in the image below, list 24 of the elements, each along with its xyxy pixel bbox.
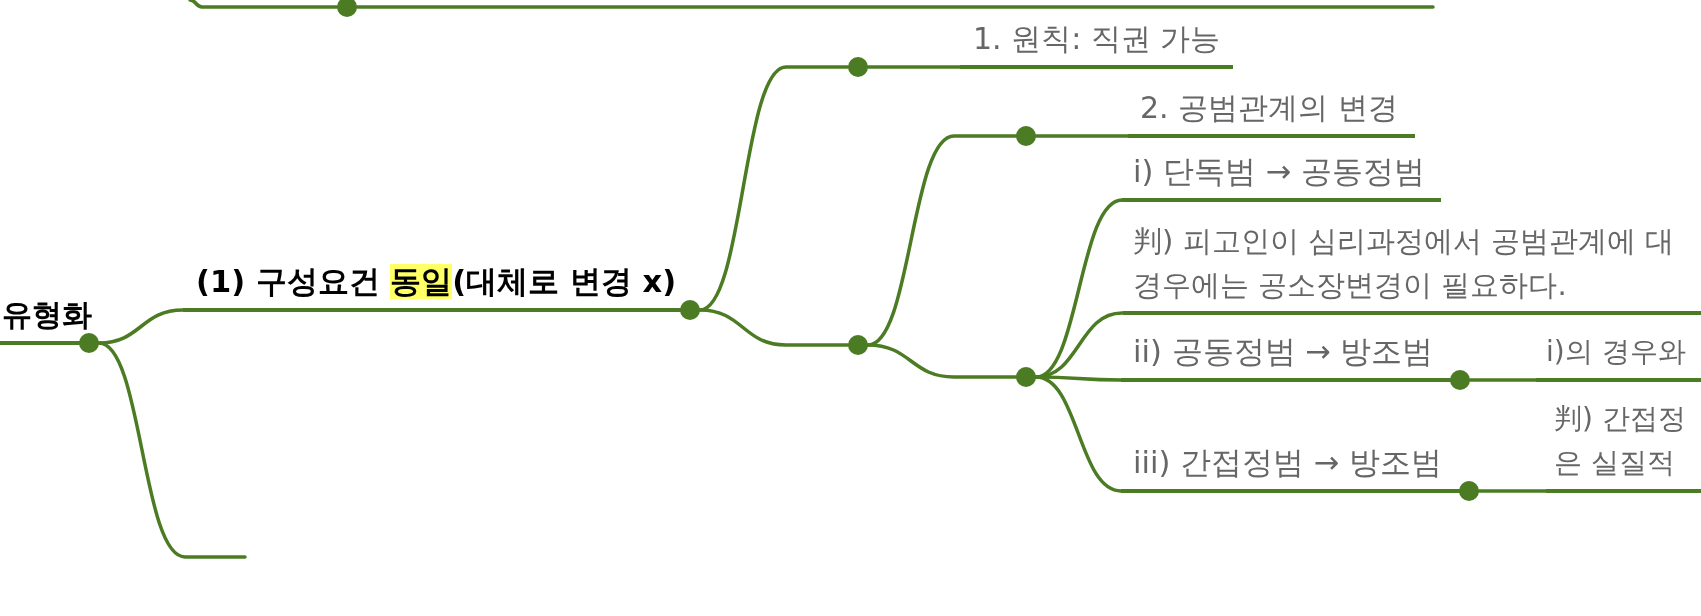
topic-text: i) 단독범 → 공동정범 [1133, 153, 1425, 191]
branch-line [97, 341, 247, 559]
topic-text: i)의 경우와 [1546, 334, 1686, 370]
topic-text: 유형화 [2, 296, 92, 334]
branch-line [1034, 134, 1130, 138]
junction-dot [848, 335, 868, 355]
junction-dot [848, 57, 868, 77]
topic-text: ii) 공동정범 → 방조범 [1133, 333, 1434, 371]
topic-text: iii) 간접정범 → 방조범 [1133, 444, 1442, 482]
branch-line [866, 343, 1018, 379]
junction-dot [1016, 126, 1036, 146]
branch-line [1477, 489, 1548, 493]
topic-text: 1. 원칙: 직권 가능 [973, 20, 1221, 58]
branch-line [188, 0, 339, 9]
branch-line [355, 5, 1435, 9]
topic-text: 判) 간접정 은 실질적 [1554, 401, 1687, 481]
topic-text: 判) 피고인이 심리과정에서 공범관계에 대 경우에는 공소장변경이 필요하다. [1133, 223, 1676, 304]
branch-line [698, 308, 850, 347]
branch-line [1468, 378, 1538, 382]
topic-text: (1) 구성요건 동일(대체로 변경 x) [196, 263, 677, 301]
branch-line [1034, 375, 1123, 493]
branch-line [866, 65, 962, 69]
topic-text: 2. 공범관계의 변경 [1140, 89, 1398, 127]
junction-dot [1016, 367, 1036, 387]
